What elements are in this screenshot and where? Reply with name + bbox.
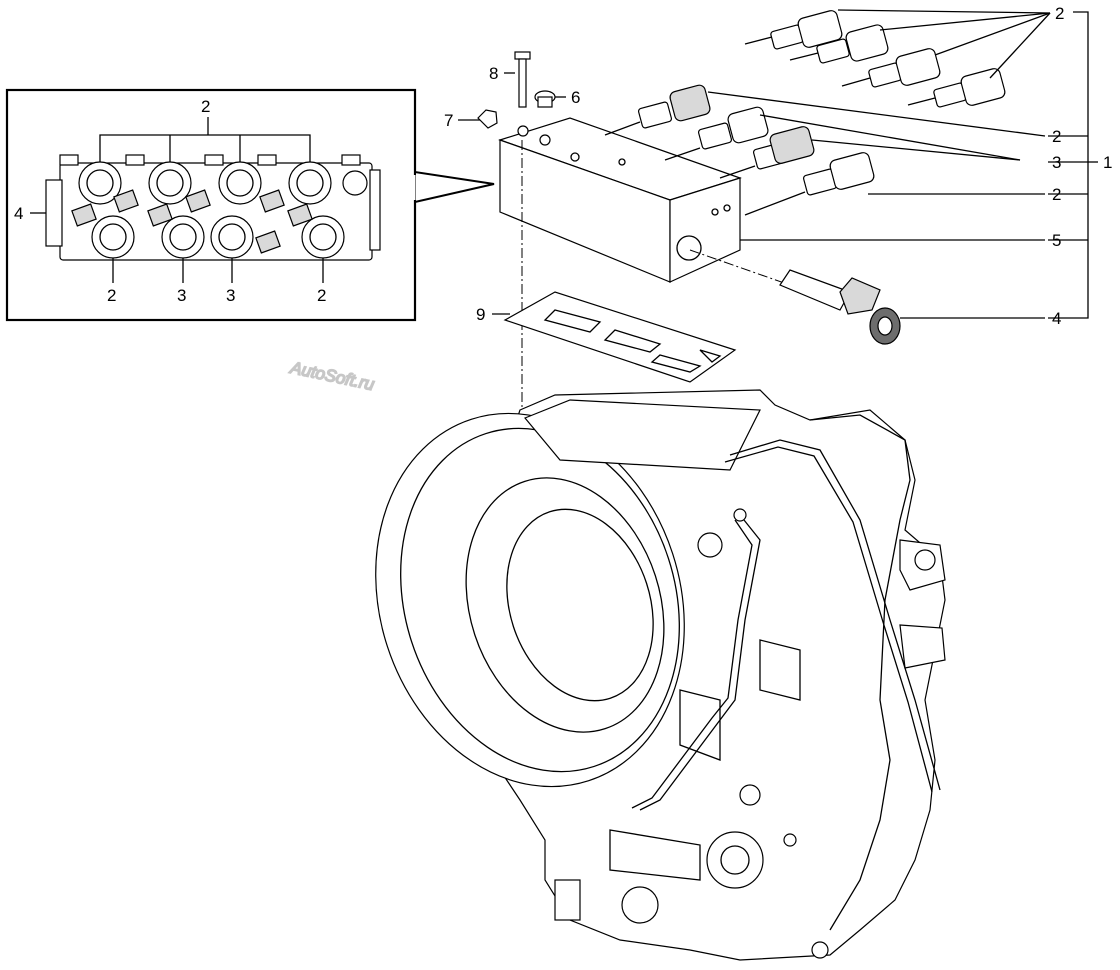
valve-block bbox=[498, 117, 742, 283]
callout-2-right-a: 2 bbox=[1052, 127, 1061, 146]
callout-1: 1 bbox=[1103, 153, 1112, 172]
callout-leaders bbox=[458, 9, 1098, 319]
callout-3-right: 3 bbox=[1052, 153, 1061, 172]
screw bbox=[534, 90, 556, 108]
callout-4-right: 4 bbox=[1052, 309, 1061, 328]
callout-8: 8 bbox=[489, 64, 498, 83]
inset-label-bottom-2: 3 bbox=[177, 286, 186, 305]
inset-valve-block bbox=[45, 154, 381, 261]
watermark: AutoSoft.ru bbox=[287, 357, 377, 395]
callout-9: 9 bbox=[476, 305, 485, 324]
inset-label-bottom-4: 2 bbox=[317, 286, 326, 305]
cartridge-valve bbox=[689, 249, 901, 345]
plug bbox=[477, 109, 498, 129]
transmission-housing bbox=[375, 389, 946, 961]
callout-2-right-b: 2 bbox=[1052, 185, 1061, 204]
inset-label-top: 2 bbox=[201, 97, 210, 116]
callout-6: 6 bbox=[571, 88, 580, 107]
gasket bbox=[503, 291, 737, 383]
svg-text:AutoSoft.ru: AutoSoft.ru bbox=[288, 358, 377, 395]
inset-label-left: 4 bbox=[14, 204, 23, 223]
callout-5: 5 bbox=[1052, 231, 1061, 250]
solenoid-valves bbox=[604, 10, 1006, 216]
callout-2-top: 2 bbox=[1055, 4, 1064, 23]
inset-label-bottom-1: 2 bbox=[107, 286, 116, 305]
callout-7: 7 bbox=[444, 111, 453, 130]
bolt bbox=[514, 51, 531, 108]
inset-label-bottom-3: 3 bbox=[226, 286, 235, 305]
inset-detail-box: 2 4 2 3 3 2 bbox=[5, 88, 495, 322]
